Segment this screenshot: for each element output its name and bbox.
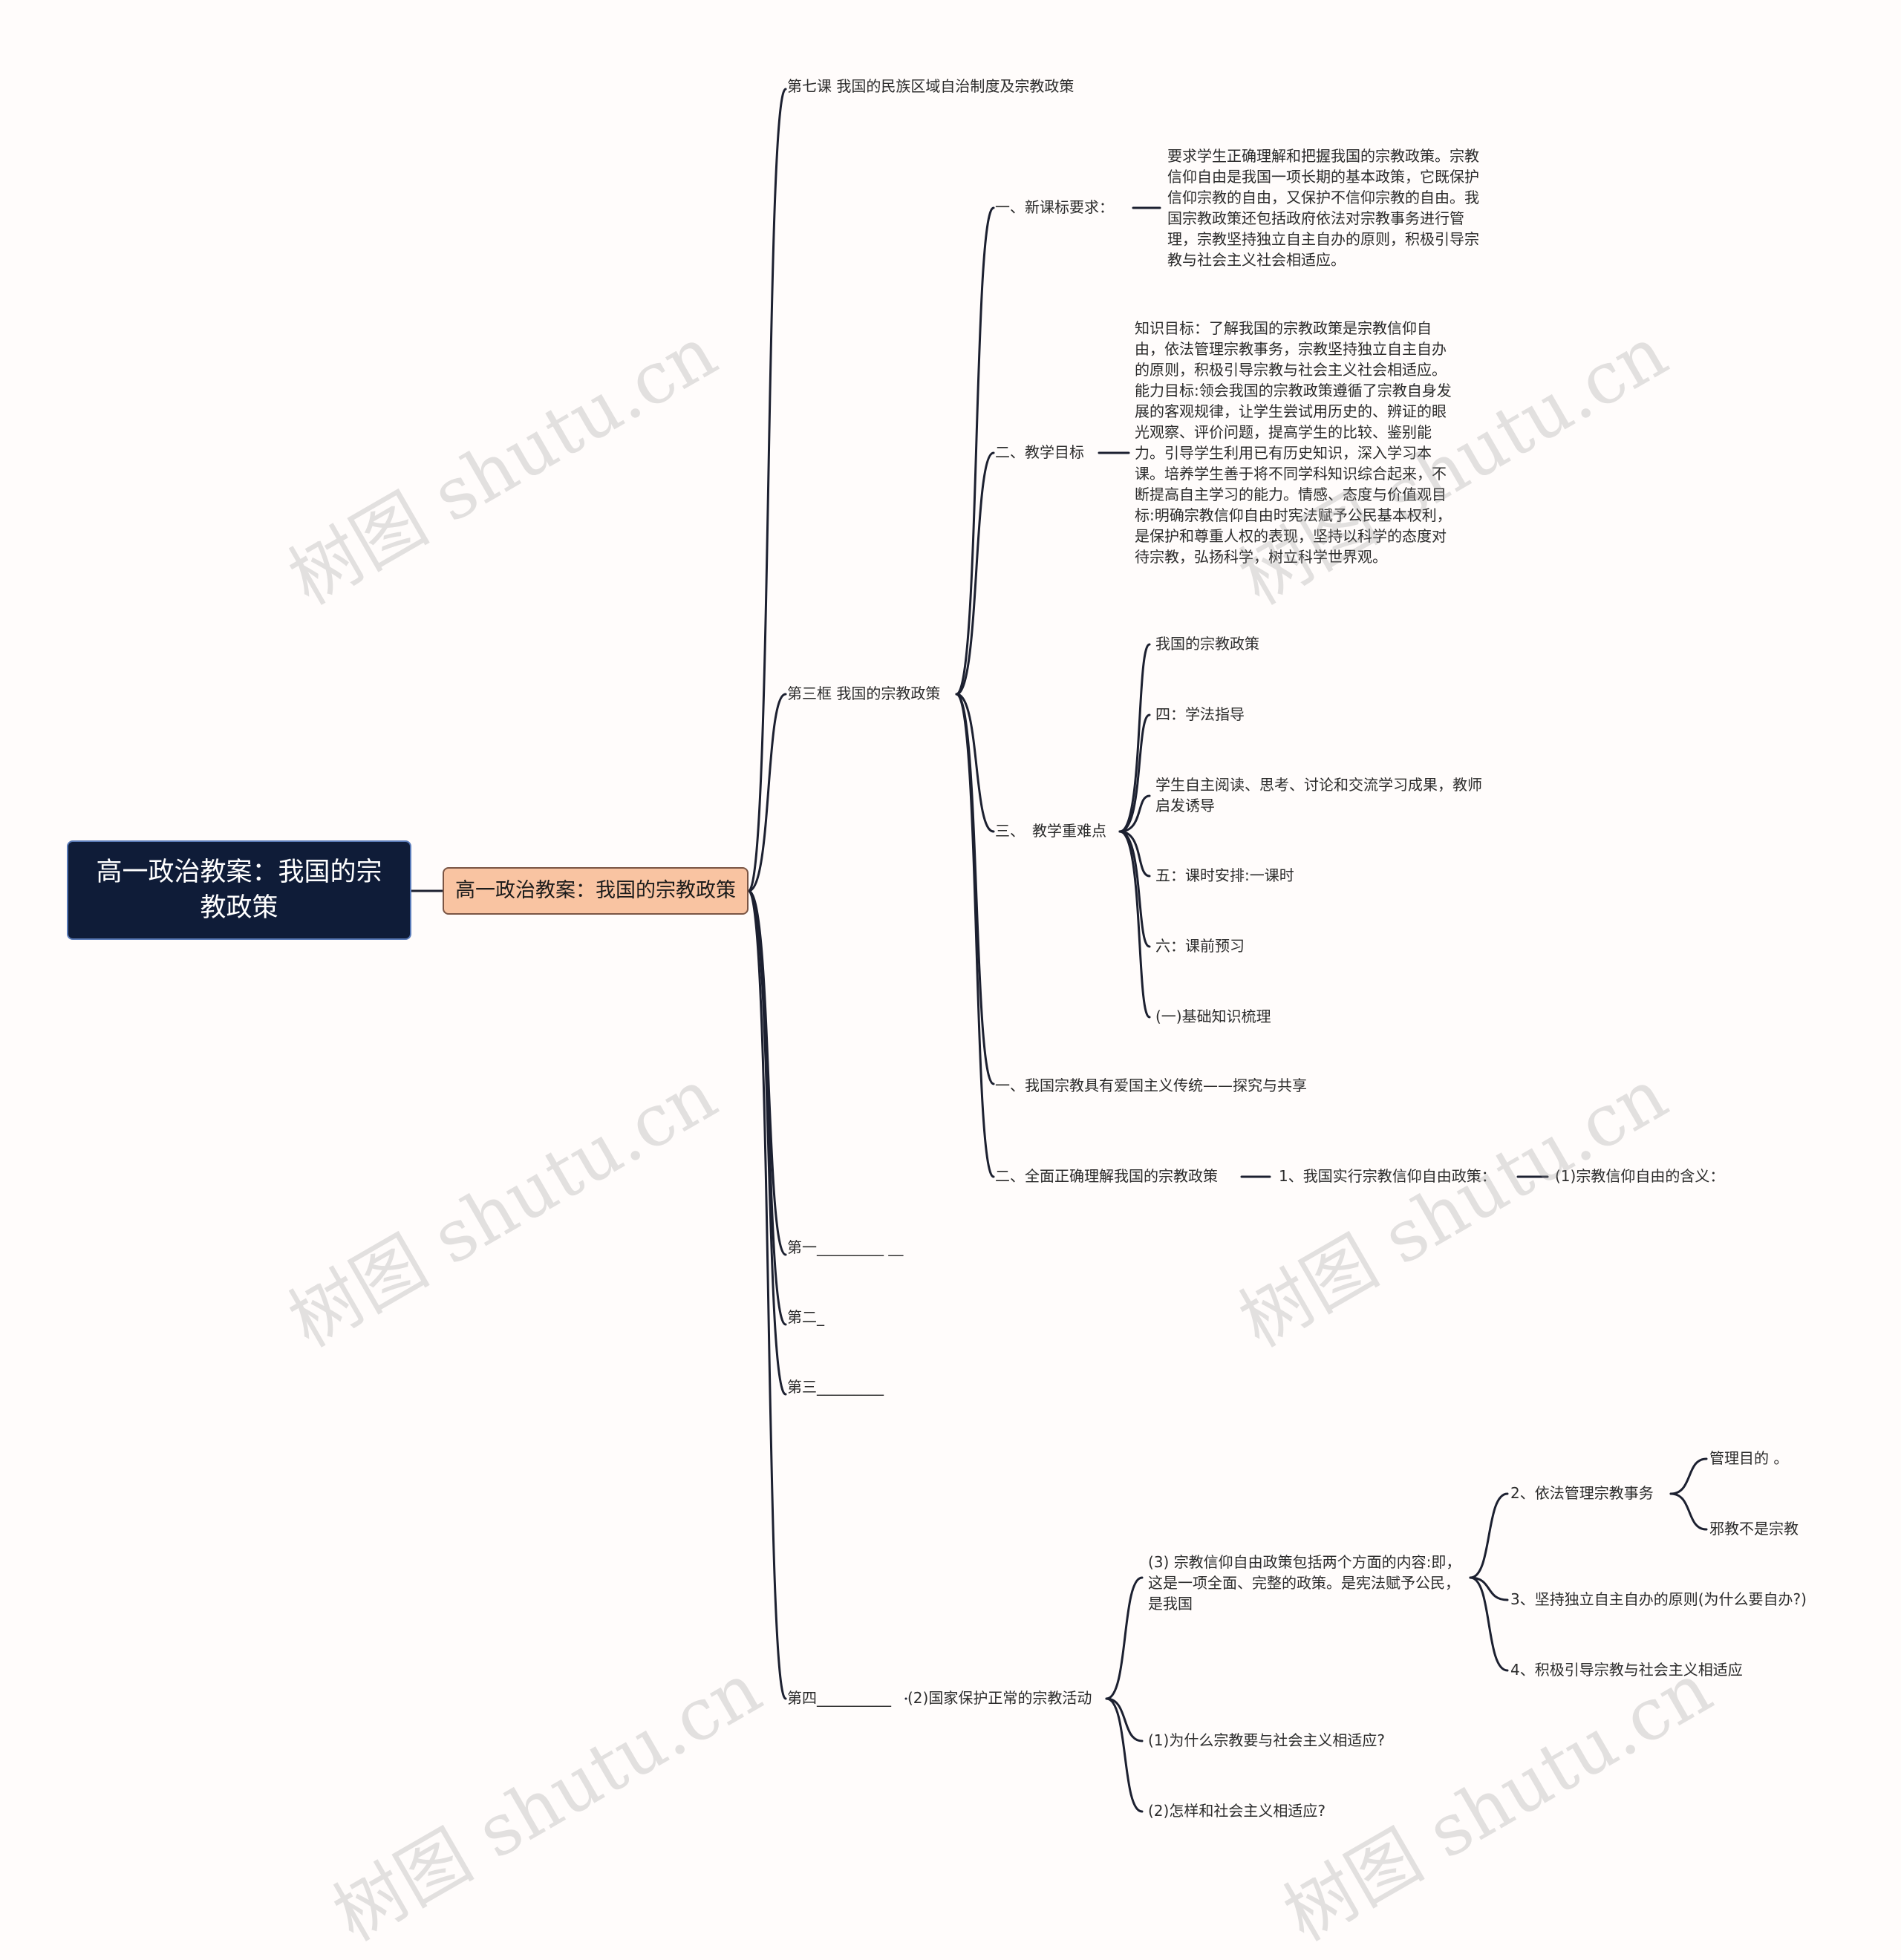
node-policy-1a[interactable]: (1)宗教信仰自由的含义： (1555, 1167, 1725, 1185)
node-manage-a[interactable]: 管理目的 。 (1709, 1449, 1789, 1467)
link-how (1105, 1697, 1144, 1813)
link-adapt (1469, 1576, 1509, 1672)
link-goal (955, 451, 995, 696)
node-manage-b[interactable]: 邪教不是宗教 (1709, 1520, 1799, 1538)
node-lesson7[interactable]: 第七课 我国的民族区域自治制度及宗教政策 (787, 77, 1075, 95)
node-key-item-5[interactable]: (一)基础知识梳理 (1155, 1007, 1271, 1025)
node-how[interactable]: (2)怎样和社会主义相适应? (1148, 1802, 1326, 1820)
link-key (955, 693, 995, 833)
link-manage-a (1669, 1457, 1708, 1495)
link-key-5 (1118, 830, 1151, 1019)
link-independent (1469, 1576, 1509, 1601)
node-frame3[interactable]: 第三框 我国的宗教政策 (787, 685, 941, 702)
main-topic-node[interactable]: 高一政治教案：我国的宗教政策 (443, 867, 749, 915)
node-req-text[interactable]: 要求学生正确理解和把握我国的宗教政策。宗教信仰自由是我国一项长期的基本政策，它既… (1167, 147, 1479, 269)
node-policy-1[interactable]: 1、我国实行宗教信仰自由政策： (1279, 1167, 1496, 1185)
link-frame3 (747, 693, 787, 892)
link-manage-b (1669, 1492, 1708, 1531)
link-fourth (747, 889, 787, 1700)
node-key-item-4[interactable]: 六：课前预习 (1155, 937, 1245, 955)
node-goal-label[interactable]: 二、教学目标 (995, 443, 1084, 461)
node-first[interactable]: 第一_________ __ (787, 1238, 904, 1256)
node-content3[interactable]: (3) 宗教信仰自由政策包括两个方面的内容:即，这是一项全面、完整的政策。是宪法… (1148, 1553, 1461, 1613)
node-independent[interactable]: 3、坚持独立自主自办的原则(为什么要自办?) (1510, 1590, 1807, 1608)
node-key-item-3[interactable]: 五：课时安排:一课时 (1155, 866, 1294, 884)
node-key-item-2[interactable]: 学生自主阅读、思考、讨论和交流学习成果，教师启发诱导 (1155, 776, 1482, 814)
node-key-item-0[interactable]: 我国的宗教政策 (1155, 635, 1259, 653)
node-req-label[interactable]: 一、新课标要求： (995, 198, 1114, 216)
link-req (955, 206, 995, 696)
link-key-3 (1118, 830, 1151, 878)
node-manage[interactable]: 2、依法管理宗教事务 (1510, 1484, 1654, 1502)
link-third (747, 889, 787, 1396)
link-key-4 (1118, 830, 1151, 948)
node-why[interactable]: (1)为什么宗教要与社会主义相适应? (1148, 1731, 1385, 1749)
node-goal-text[interactable]: 知识目标：了解我国的宗教政策是宗教信仰自由，依法管理宗教事务，宗教坚持独立自主自… (1135, 319, 1452, 566)
node-fourth[interactable]: 第四__________ (787, 1689, 891, 1707)
node-key-item-1[interactable]: 四：学法指导 (1155, 705, 1245, 723)
node-protect[interactable]: (2)国家保护正常的宗教活动 (907, 1689, 1092, 1707)
link-key-0 (1118, 643, 1151, 833)
link-lesson7 (747, 88, 787, 892)
root-title: 高一政治教案：我国的宗教政策 (96, 858, 382, 923)
link-policy (955, 693, 995, 1178)
node-second[interactable]: 第二_ (787, 1308, 824, 1326)
node-policy[interactable]: 二、全面正确理解我国的宗教政策 (995, 1167, 1218, 1185)
node-key-label[interactable]: 三、 教学重难点 (995, 822, 1106, 840)
link-key-2 (1118, 794, 1151, 833)
link-content3 (1105, 1576, 1144, 1700)
root-node[interactable]: 高一政治教案：我国的宗教政策 (67, 840, 411, 940)
link-manage (1469, 1492, 1509, 1579)
link-why (1105, 1697, 1144, 1742)
link-key-1 (1118, 713, 1151, 833)
node-patriot[interactable]: 一、我国宗教具有爱国主义传统——探究与共享 (995, 1077, 1307, 1094)
node-adapt[interactable]: 4、积极引导宗教与社会主义相适应 (1510, 1661, 1743, 1679)
node-third[interactable]: 第三_________ (787, 1378, 884, 1396)
connector-lines (410, 88, 1708, 1813)
